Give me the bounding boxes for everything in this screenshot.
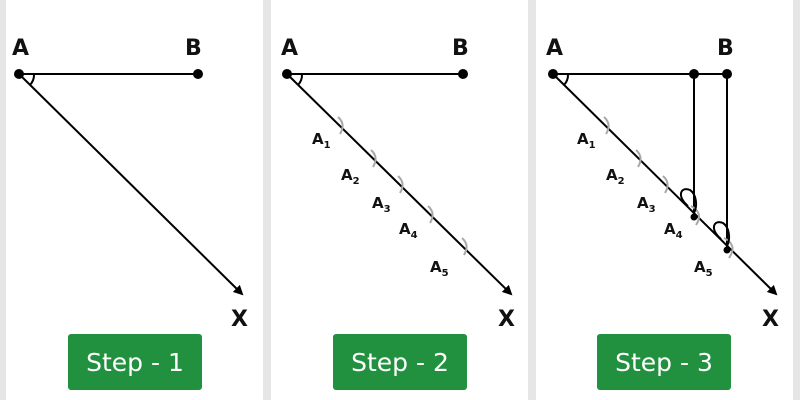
division-arc-3 [397, 175, 404, 194]
point-b-label: B [717, 36, 734, 61]
point-a-label: A [281, 36, 298, 61]
point-a [548, 69, 558, 79]
point-c [689, 69, 699, 79]
step-3-panel: A B X A1 A2 A3 A4 A5 Step - 3 [536, 0, 793, 400]
division-label-a5: A5 [430, 258, 449, 279]
point-b [458, 69, 468, 79]
ray-x-label: X [498, 307, 515, 332]
step-2-button[interactable]: Step - 2 [333, 334, 467, 390]
point-a5-marker [723, 246, 731, 254]
point-a [282, 69, 292, 79]
copied-angle-arc-a5 [712, 221, 731, 247]
ray-ax [18, 73, 244, 296]
division-label-a1: A1 [312, 130, 331, 151]
point-a [14, 69, 24, 79]
division-label-a1: A1 [577, 130, 596, 151]
step-1-diagram: A B X [12, 36, 248, 332]
angle-arc [297, 73, 303, 86]
point-a-label: A [12, 36, 29, 61]
point-a4-marker [690, 213, 698, 221]
step-3-diagram: A B X A1 A2 A3 A4 A5 [546, 36, 779, 332]
division-arc-3 [662, 175, 669, 194]
point-b [722, 69, 732, 79]
division-arc-1 [603, 116, 610, 135]
copied-angle-arc-a4 [679, 188, 698, 214]
step-2-diagram: A B X A1 A2 A3 A4 A5 [281, 36, 515, 332]
division-arc-4 [690, 205, 701, 226]
division-label-a2: A2 [341, 166, 360, 187]
division-arc-2 [635, 149, 642, 168]
division-label-a3: A3 [637, 194, 656, 215]
division-arc-5 [723, 237, 734, 259]
ray-x-label: X [762, 307, 779, 332]
division-label-a4: A4 [399, 220, 418, 241]
point-a-label: A [546, 36, 563, 61]
division-arc-5 [461, 237, 468, 256]
division-arc-2 [370, 149, 377, 168]
step-3-button[interactable]: Step - 3 [597, 334, 731, 390]
division-arc-4 [427, 205, 434, 224]
ray-ax [286, 73, 513, 296]
step-1-panel: A B X Step - 1 [6, 0, 263, 400]
point-b-label: B [185, 36, 202, 61]
division-label-a3: A3 [372, 194, 391, 215]
division-arc-1 [337, 116, 344, 135]
angle-arc [563, 73, 569, 86]
division-label-a5: A5 [694, 258, 713, 279]
step-2-panel: A B X A1 A2 A3 A4 A5 Step - 2 [271, 0, 528, 400]
point-b [193, 69, 203, 79]
angle-arc [29, 73, 35, 86]
point-b-label: B [452, 36, 469, 61]
ray-x-label: X [231, 307, 248, 332]
division-label-a2: A2 [606, 166, 625, 187]
step-1-button[interactable]: Step - 1 [68, 334, 202, 390]
division-label-a4: A4 [664, 220, 683, 241]
ray-ax [552, 73, 778, 296]
